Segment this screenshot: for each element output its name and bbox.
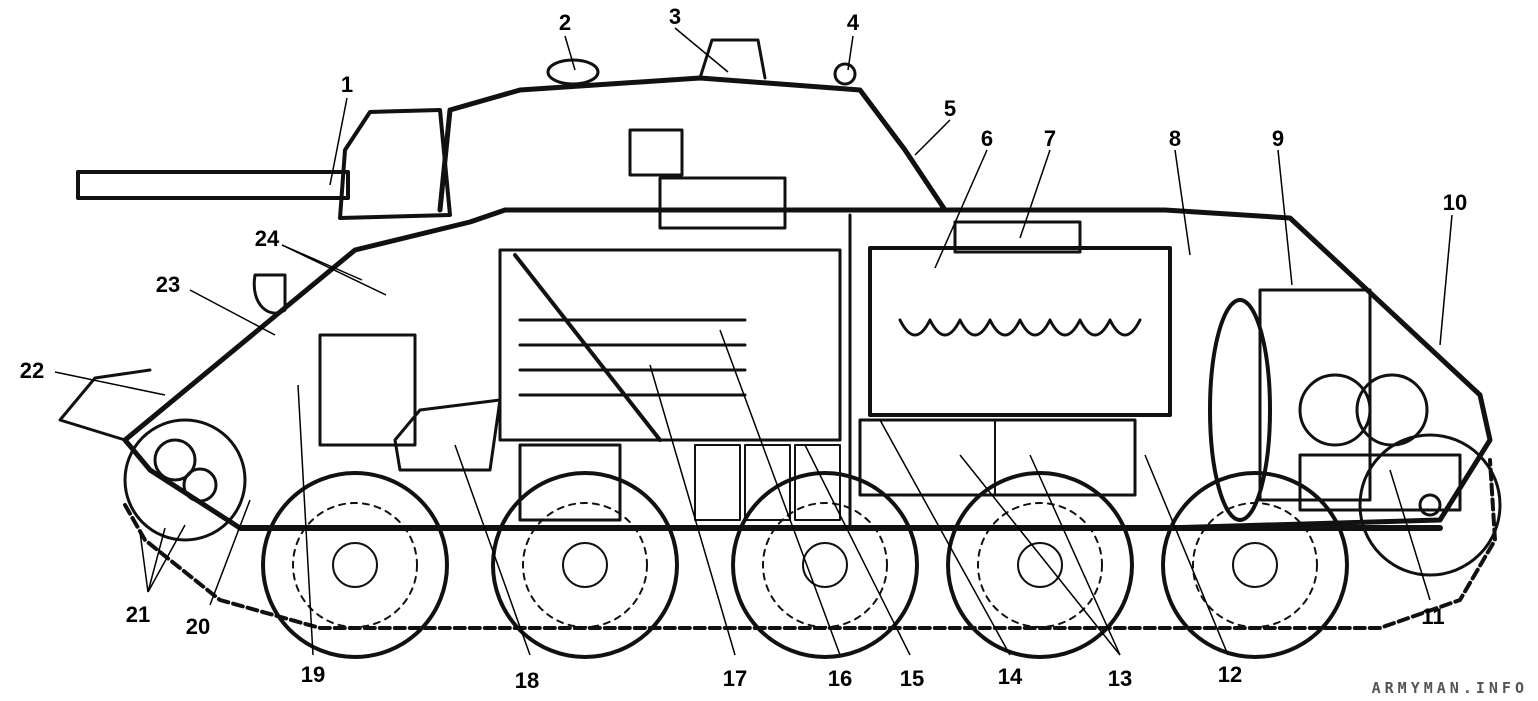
fuel-tank (518, 443, 622, 522)
callout-13: 13 (1108, 666, 1132, 691)
road-wheel-4 (946, 471, 1134, 659)
gearbox (1258, 288, 1372, 502)
drive-sprocket (1358, 433, 1502, 577)
leader-lines (54, 27, 1453, 656)
road-wheel-1 (261, 471, 449, 659)
callout-17: 17 (723, 666, 747, 691)
driver-hatch (252, 273, 287, 315)
battery-boxes (694, 444, 841, 521)
engine-air-cleaner (953, 220, 1082, 254)
engine-block (868, 246, 1172, 417)
callout-4: 4 (847, 10, 860, 35)
watermark: ARMYMAN.INFO (1371, 679, 1528, 697)
gun-mantlet (338, 108, 452, 220)
callout-8: 8 (1169, 126, 1181, 151)
callout-23: 23 (156, 272, 180, 297)
callout-22: 22 (20, 358, 44, 383)
track-outline (123, 458, 1497, 630)
callout-5: 5 (944, 96, 956, 121)
driver-seat (393, 398, 502, 472)
callout-6: 6 (981, 126, 993, 151)
callout-24: 24 (255, 226, 280, 251)
road-wheel-3 (731, 471, 919, 659)
front-fender (58, 368, 152, 442)
callout-9: 9 (1272, 126, 1284, 151)
final-drive-housing (1298, 453, 1462, 512)
callout-3: 3 (669, 4, 681, 29)
driver-controls (318, 333, 417, 447)
callout-14: 14 (998, 664, 1023, 689)
commander-periscope (546, 58, 600, 86)
callout-11: 11 (1421, 604, 1444, 629)
callout-7: 7 (1044, 126, 1056, 151)
callout-16: 16 (828, 666, 852, 691)
gun-barrel (76, 170, 350, 200)
road-wheel-2 (491, 471, 679, 659)
callout-2: 2 (559, 10, 571, 35)
final-drive-right (1355, 373, 1429, 447)
shell-rack (518, 318, 747, 397)
callout-18: 18 (515, 668, 539, 693)
engine-oil-pan (858, 418, 1137, 497)
callout-15: 15 (900, 666, 924, 691)
callout-19: 19 (301, 662, 325, 687)
callout-12: 12 (1218, 662, 1242, 687)
turret-hatch (698, 38, 767, 80)
ammo-rack-strut (513, 253, 662, 442)
callout-1: 1 (341, 72, 353, 97)
callout-10: 10 (1443, 190, 1467, 215)
final-drive-left (1298, 373, 1372, 447)
turret-lifting-eye (833, 62, 857, 86)
gunner-sight-box (628, 128, 684, 177)
callout-labels: 1 2 3 4 5 6 7 8 9 10 11 12 13 14 15 16 1… (20, 4, 1467, 693)
radio-set (658, 176, 787, 230)
callout-21: 21 (126, 602, 150, 627)
main-clutch-fan (1208, 298, 1272, 522)
hull-outline (122, 207, 1493, 531)
turret-outline (437, 75, 948, 213)
ammo-stowage (498, 248, 842, 442)
engine-cylinders (898, 318, 1142, 337)
callout-20: 20 (186, 614, 210, 639)
